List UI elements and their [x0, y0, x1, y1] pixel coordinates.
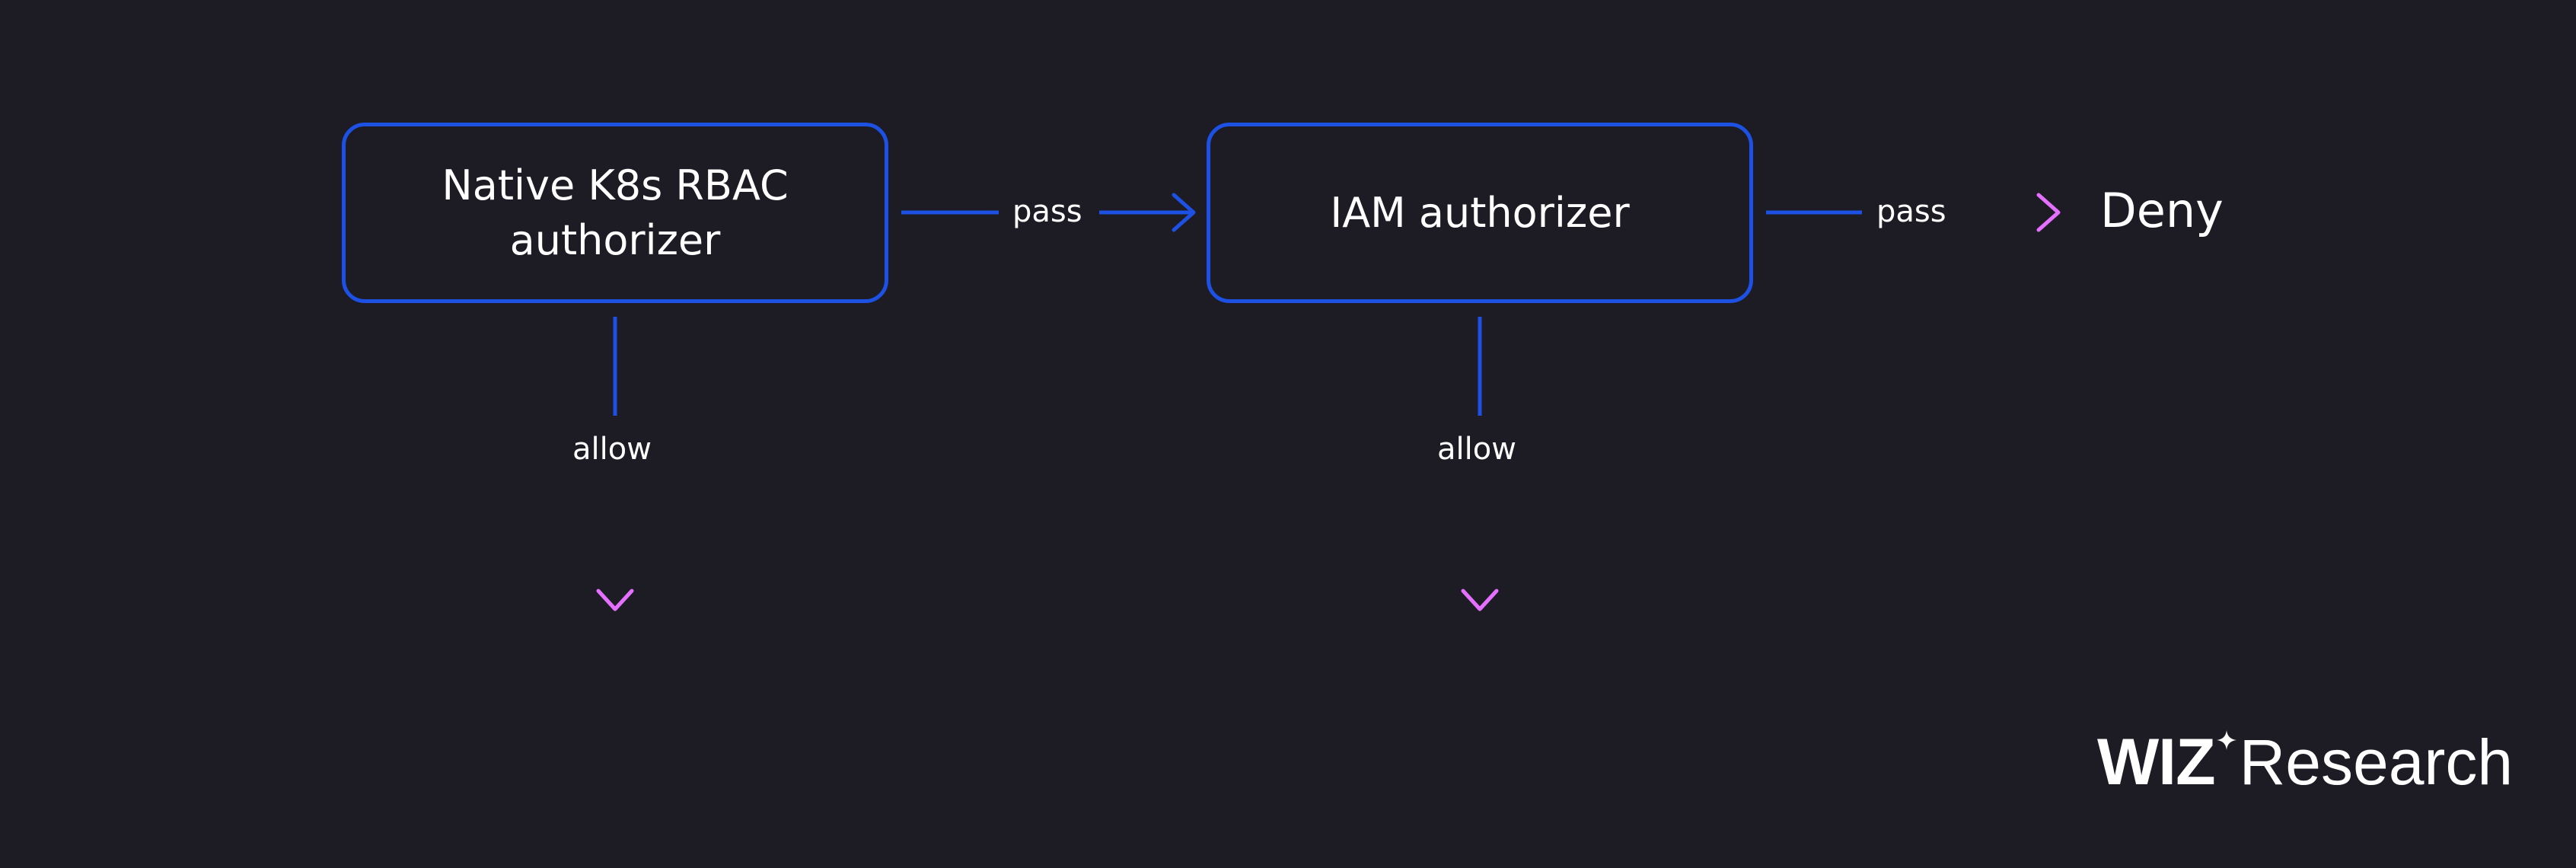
arrowhead-down-icon: [596, 589, 634, 611]
deny-outcome: Deny: [2100, 183, 2224, 238]
arrowhead-right-icon: [1172, 193, 1196, 232]
iam-authorizer-label: IAM authorizer: [1330, 188, 1630, 237]
allow-label-iam: allow: [1437, 432, 1516, 467]
pass-label-iam-to-deny: pass: [1876, 194, 1946, 229]
rbac-authorizer-label-line2: authorizer: [509, 215, 721, 264]
iam-authorizer-node: IAM authorizer: [1207, 123, 1753, 303]
arrowhead-down-icon: [1461, 589, 1499, 611]
rbac-authorizer-node: Native K8s RBAC authorizer: [342, 123, 888, 303]
allow-label-rbac: allow: [572, 432, 652, 467]
pass-label-rbac-to-iam: pass: [1012, 194, 1082, 229]
research-logo-text: Research: [2239, 726, 2514, 798]
wiz-research-logo: WIZ Research: [2097, 727, 2513, 797]
rbac-authorizer-label-line1: Native K8s RBAC: [442, 161, 789, 209]
wiz-logo-text: WIZ: [2097, 726, 2216, 799]
sparkle-icon: [2216, 730, 2236, 750]
arrowhead-right-icon: [2036, 193, 2061, 232]
